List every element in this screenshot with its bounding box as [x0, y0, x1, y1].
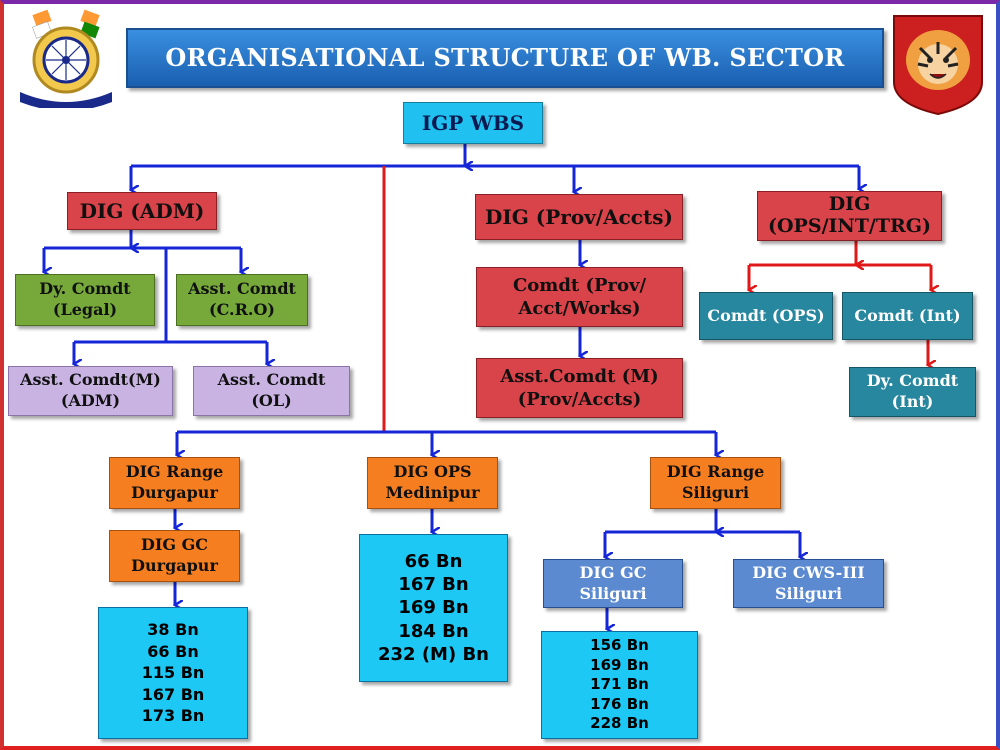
node-text-line: IGP WBS — [421, 111, 525, 135]
node-text-line: Comdt (Int) — [854, 305, 961, 325]
node-text-line: (OL) — [251, 391, 292, 410]
node-text-line: 66 Bn — [404, 550, 463, 572]
node-text-line: 38 Bn — [147, 620, 199, 640]
node-text-line: Siliguri — [774, 583, 843, 603]
node-text-line: 66 Bn — [147, 641, 199, 661]
dy-comdt-legal-node: Dy. Comdt(Legal) — [15, 274, 155, 326]
node-text-line: 184 Bn — [398, 620, 469, 642]
dig-adm-node: DIG (ADM) — [67, 192, 217, 230]
node-text-line: 173 Bn — [141, 706, 205, 726]
node-text-line: DIG CWS-III — [752, 562, 865, 582]
comdt-ops-node: Comdt (OPS) — [699, 292, 833, 340]
comdt-int-node: Comdt (Int) — [842, 292, 973, 340]
node-text-line: 171 Bn — [590, 675, 649, 694]
page-title: ORGANISATIONAL STRUCTURE OF WB. SECTOR — [126, 28, 884, 88]
node-text-line: 167 Bn — [141, 684, 205, 704]
node-text-line: Durgapur — [131, 556, 218, 575]
node-text-line: (Legal) — [52, 300, 118, 319]
node-text-line: 115 Bn — [141, 663, 205, 683]
node-text-line: 156 Bn — [590, 636, 649, 655]
asst-comdt-cro-node: Asst. Comdt(C.R.O) — [176, 274, 308, 326]
igp-wbs-node: IGP WBS — [403, 102, 543, 144]
node-text-line: Asst. Comdt — [217, 370, 326, 390]
crpf-emblem-logo — [12, 8, 120, 108]
node-text-line: DIG Range — [125, 462, 224, 482]
node-text-line: 228 Bn — [590, 714, 649, 733]
node-text-line: Siliguri — [681, 483, 750, 502]
node-text-line: 169 Bn — [590, 655, 649, 674]
node-text-line: Medinipur — [385, 483, 480, 502]
node-text-line: Asst.Comdt (M) — [500, 365, 659, 387]
dig-ops-int-trg-node: DIG(OPS/INT/TRG) — [757, 191, 942, 241]
node-text-line: DIG (Prov/Accts) — [485, 205, 673, 229]
comdt-prov-acct-works-node: Comdt (Prov/Acct/Works) — [476, 267, 683, 327]
dig-prov-accts-node: DIG (Prov/Accts) — [475, 194, 683, 240]
asst-comdt-m-adm-node: Asst. Comdt(M)(ADM) — [8, 366, 173, 416]
node-text-line: DIG (ADM) — [79, 199, 205, 223]
dy-comdt-int-node: Dy. Comdt(Int) — [849, 367, 976, 417]
node-text-line: (Int) — [891, 392, 934, 411]
node-text-line: 167 Bn — [398, 573, 469, 595]
node-text-line: Dy. Comdt — [866, 371, 959, 391]
node-text-line: (Prov/Accts) — [517, 389, 642, 410]
node-text-line: Comdt (OPS) — [707, 305, 825, 325]
node-text-line: Siliguri — [579, 583, 647, 603]
node-text-line: Dy. Comdt — [39, 279, 131, 299]
node-text-line: DIG GC — [579, 562, 647, 582]
west-bengal-sector-badge — [890, 12, 986, 116]
node-text-line: Acct/Works) — [518, 298, 641, 319]
node-text-line: DIG — [828, 193, 871, 216]
node-text-line: DIG OPS — [393, 462, 472, 482]
node-text-line: Asst. Comdt — [188, 279, 296, 299]
node-text-line: 176 Bn — [590, 694, 649, 713]
node-text-line: Comdt (Prov/ — [512, 274, 647, 296]
asst-comdt-m-prov-accts-node: Asst.Comdt (M)(Prov/Accts) — [476, 358, 683, 418]
node-text-line: 169 Bn — [398, 597, 469, 619]
node-text-line: DIG Range — [666, 462, 765, 482]
asst-comdt-ol-node: Asst. Comdt(OL) — [193, 366, 350, 416]
node-text-line: DIG GC — [141, 535, 208, 555]
node-text-line: (ADM) — [60, 391, 121, 410]
node-text-line: Asst. Comdt(M) — [20, 370, 161, 390]
node-text-line: Durgapur — [131, 483, 218, 502]
node-text-line: (C.R.O) — [209, 300, 275, 319]
node-text-line: (OPS/INT/TRG) — [768, 215, 931, 237]
node-text-line: 232 (M) Bn — [377, 644, 489, 666]
